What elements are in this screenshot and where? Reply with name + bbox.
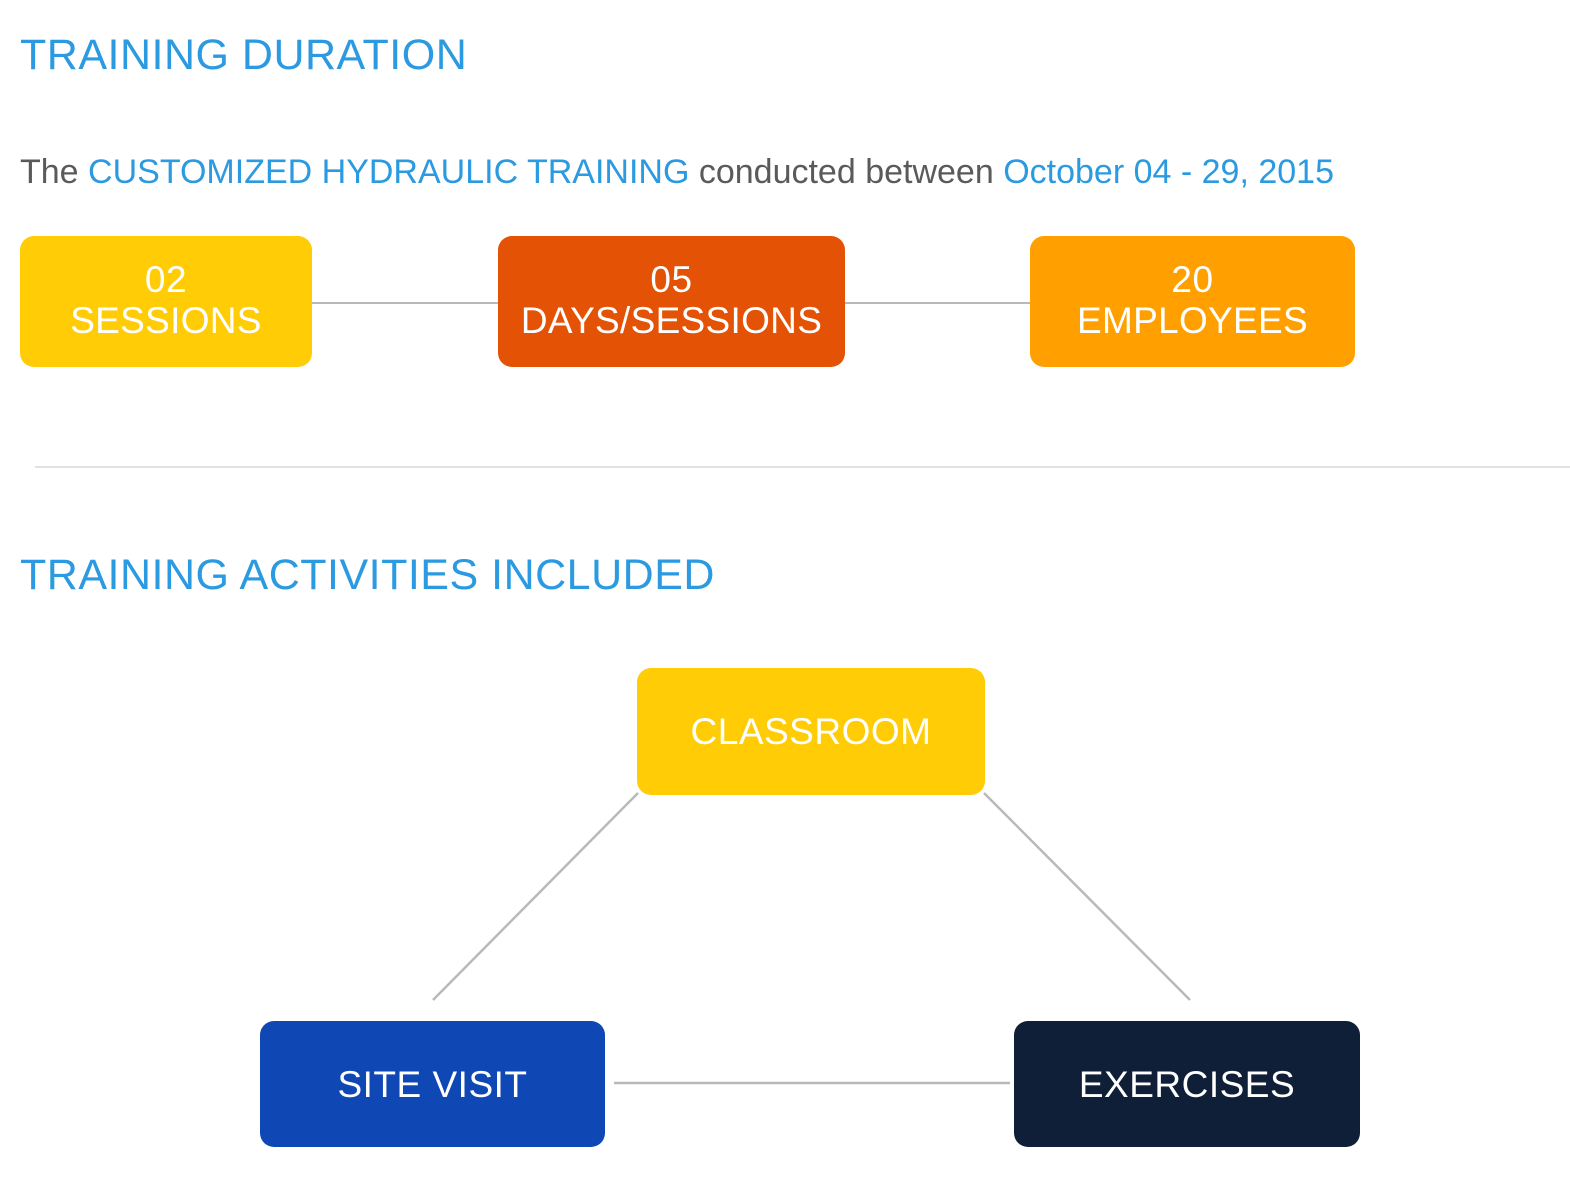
stat-label-employees: EMPLOYEES	[1077, 300, 1308, 342]
subtitle-middle: conducted between	[689, 153, 1004, 191]
training-duration-subtitle: The CUSTOMIZED HYDRAULIC TRAINING conduc…	[20, 152, 1334, 193]
stat-value-employees: 20	[1171, 259, 1214, 301]
stat-connector-line-2	[845, 302, 1030, 304]
training-activities-heading: TRAINING ACTIVITIES INCLUDED	[20, 551, 715, 599]
stat-connector-line-1	[312, 302, 498, 304]
subtitle-program: CUSTOMIZED HYDRAULIC TRAINING	[88, 153, 690, 191]
activity-node-classroom[interactable]: CLASSROOM	[637, 668, 985, 795]
activity-node-site-visit[interactable]: SITE VISIT	[260, 1021, 605, 1147]
activity-label-classroom: CLASSROOM	[690, 711, 932, 752]
activity-node-exercises[interactable]: EXERCISES	[1014, 1021, 1360, 1147]
stat-label-sessions: SESSIONS	[70, 300, 262, 342]
stat-card-employees[interactable]: 20 EMPLOYEES	[1030, 236, 1355, 367]
subtitle-date-range: October 04 - 29, 2015	[1003, 153, 1334, 191]
activity-label-exercises: EXERCISES	[1078, 1063, 1296, 1105]
stat-card-days-per-session[interactable]: 05 DAYS/SESSIONS	[498, 236, 845, 367]
subtitle-lead: The	[20, 153, 89, 191]
section-divider	[35, 466, 1570, 468]
training-duration-heading: TRAINING DURATION	[20, 31, 468, 79]
stat-value-sessions: 02	[144, 259, 188, 301]
stat-card-sessions[interactable]: 02 SESSIONS	[20, 236, 312, 367]
stat-value-days: 05	[650, 259, 693, 301]
activity-label-site-visit: SITE VISIT	[337, 1063, 528, 1105]
stat-label-days: DAYS/SESSIONS	[520, 300, 823, 342]
